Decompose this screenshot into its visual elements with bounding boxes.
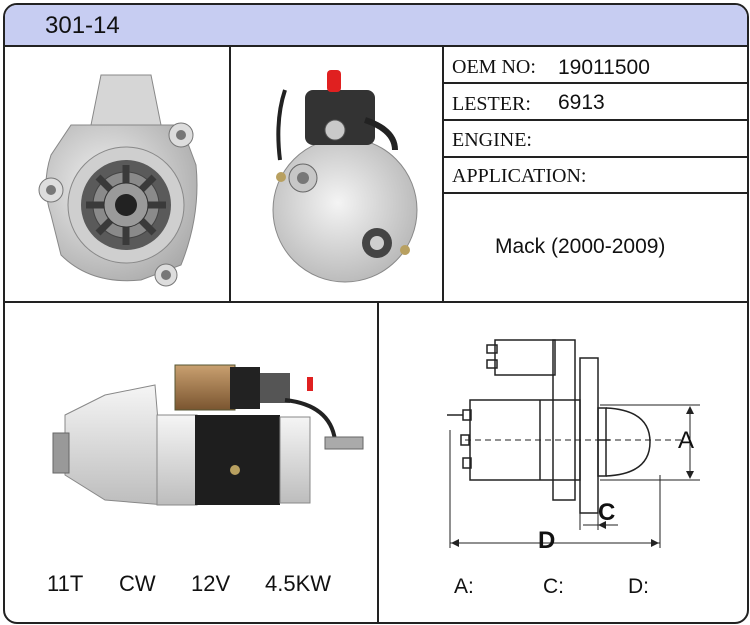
divider <box>442 82 747 84</box>
product-sheet: 301-14 OEM NO: 19011500 LESTER: 6913 ENG… <box>3 3 749 624</box>
dim-a-label: A: <box>454 575 474 598</box>
lester-label: LESTER: <box>452 93 531 115</box>
divider <box>442 45 444 303</box>
spec-power: 4.5KW <box>265 571 332 596</box>
dim-d-label: D: <box>628 575 649 598</box>
starter-front-view <box>38 74 198 287</box>
divider <box>5 301 747 303</box>
dimension-letter-d: D <box>538 527 556 554</box>
starter-rear-view <box>272 70 418 283</box>
header-bar: 301-14 <box>5 5 747 47</box>
part-code: 301-14 <box>45 12 120 39</box>
oem-label: OEM NO: <box>452 56 536 78</box>
spec-voltage: 12V <box>191 571 231 596</box>
oem-value: 19011500 <box>558 56 650 79</box>
dimension-drawing <box>447 339 700 548</box>
dimension-letter-a: A <box>678 427 695 454</box>
application-value: Mack (2000-2009) <box>495 235 666 258</box>
application-label: APPLICATION: <box>452 165 587 187</box>
spec-rotation: CW <box>119 571 156 596</box>
divider <box>442 119 747 121</box>
starter-side-view <box>52 364 364 506</box>
divider <box>442 156 747 158</box>
engine-label: ENGINE: <box>452 129 532 151</box>
divider <box>442 192 747 194</box>
divider <box>377 301 379 622</box>
dimension-letter-c: C <box>598 499 616 526</box>
dim-c-label: C: <box>543 575 564 598</box>
spec-teeth: 11T <box>47 571 84 596</box>
divider <box>229 45 231 303</box>
lester-value: 6913 <box>558 91 605 114</box>
